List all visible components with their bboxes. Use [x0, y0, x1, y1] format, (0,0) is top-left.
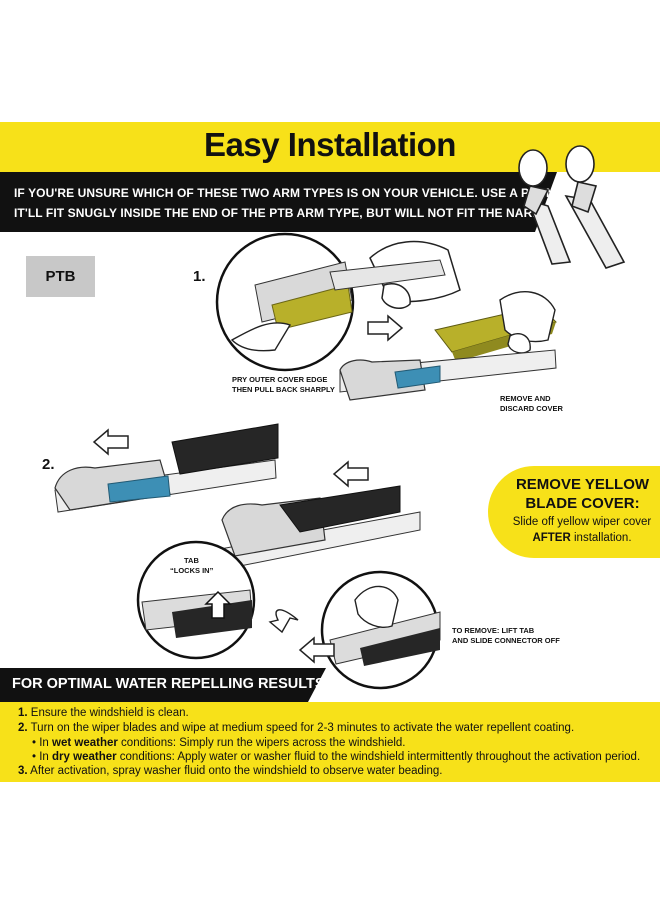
- callout-text-line-1: Slide off yellow wiper cover: [512, 516, 652, 528]
- wiper-connector-illustration: [339, 349, 557, 401]
- penny-arm-illustration: [518, 145, 626, 269]
- pry-caption-line-2: THEN PULL BACK SHARPLY: [232, 385, 335, 394]
- step1-magnifier: [215, 232, 355, 372]
- sub-1-rest: conditions: Simply run the wipers across…: [117, 737, 406, 749]
- item-3-text: After activation, spray washer fluid ont…: [27, 765, 443, 777]
- callout-title-line-1: REMOVE YELLOW: [515, 476, 650, 493]
- results-sub-item-2: • In dry weather conditions: Apply water…: [32, 751, 641, 763]
- results-item-1: 1. Ensure the windshield is clean.: [18, 707, 189, 719]
- results-sub-item-1: • In wet weather conditions: Simply run …: [32, 737, 406, 749]
- results-item-2: 2. Turn on the wiper blades and wipe at …: [18, 722, 574, 734]
- remove-caption-line-1: REMOVE AND: [500, 394, 551, 403]
- arm-type-badge: PTB: [26, 256, 95, 297]
- remove-cover-callout: [488, 466, 660, 558]
- to-remove-line-1: TO REMOVE: LIFT TAB: [452, 626, 535, 635]
- tab-magnifier: [136, 540, 256, 660]
- sub-2-pre: In: [39, 751, 53, 763]
- results-heading-band: [0, 668, 326, 702]
- item-1-number: 1.: [18, 707, 28, 719]
- title-band: [0, 122, 660, 172]
- arrow-up-icon: [204, 590, 232, 619]
- installed-connector: [214, 485, 421, 571]
- tab-caption-line-1: TAB: [184, 556, 199, 565]
- step2-connector: [54, 423, 279, 513]
- pry-caption-line-1: PRY OUTER COVER EDGE: [232, 375, 328, 384]
- arrow-left-icon: [92, 428, 129, 456]
- removed-cover-illustration: [434, 291, 557, 362]
- arrow-left-icon: [332, 460, 369, 488]
- callout-text-line-2: AFTER installation.: [496, 532, 660, 544]
- item-3-number: 3.: [18, 765, 28, 777]
- step-1-number: 1.: [193, 268, 206, 285]
- remove-magnifier: [298, 570, 441, 690]
- sub-2-rest: conditions: Apply water or washer fluid …: [116, 751, 641, 763]
- arrow-right-icon: [367, 314, 404, 342]
- results-box: [0, 702, 660, 782]
- arrow-left-icon: [298, 636, 335, 664]
- sub-2-bold: dry weather: [52, 751, 117, 763]
- callout-text-rest: installation.: [570, 532, 632, 544]
- curved-arrow-icon: [268, 609, 299, 634]
- callout-title-line-2: BLADE COVER:: [525, 495, 640, 512]
- callout-after-word: AFTER: [532, 532, 571, 544]
- sub-1-pre: In: [39, 737, 53, 749]
- step-2-number: 2.: [42, 456, 55, 473]
- to-remove-line-2: AND SLIDE CONNECTOR OFF: [452, 636, 560, 645]
- results-item-3: 3. After activation, spray washer fluid …: [18, 765, 442, 777]
- item-2-text: Turn on the wiper blades and wipe at med…: [27, 722, 575, 734]
- results-heading: FOR OPTIMAL WATER REPELLING RESULTS:: [12, 676, 330, 692]
- intro-line-1: IF YOU'RE UNSURE WHICH OF THESE TWO ARM …: [14, 186, 565, 200]
- item-1-text: Ensure the windshield is clean.: [27, 707, 189, 719]
- page-title: Easy Installation: [204, 126, 456, 163]
- item-2-number: 2.: [18, 722, 28, 734]
- sub-1-bold: wet weather: [52, 737, 118, 749]
- intro-line-2: IT'LL FIT SNUGLY INSIDE THE END OF THE P…: [14, 206, 590, 220]
- tab-caption-line-2: “LOCKS IN”: [170, 566, 214, 575]
- remove-caption-line-2: DISCARD COVER: [500, 404, 563, 413]
